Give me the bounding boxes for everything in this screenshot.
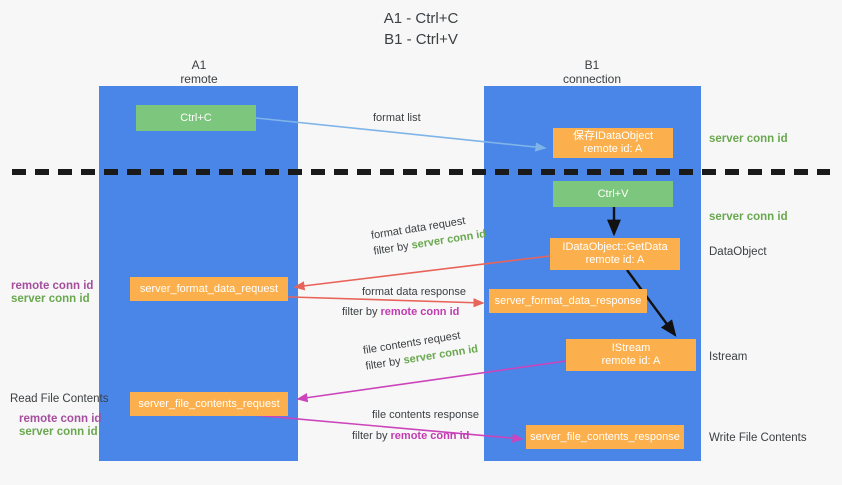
box-getdata-line1: IDataObject::GetData: [562, 241, 668, 253]
lane-header-a1: A1 remote: [129, 58, 269, 86]
annotation-right-write-file-contents: Write File Contents: [709, 432, 807, 444]
annotation-left-read-file-contents: Read File Contents: [10, 393, 109, 405]
box-ctrl-v-label: Ctrl+V: [597, 187, 629, 200]
box-ctrl-c[interactable]: Ctrl+C: [136, 105, 256, 131]
box-ctrl-v[interactable]: Ctrl+V: [553, 181, 673, 207]
box-server-file-contents-response[interactable]: server_file_contents_response: [526, 425, 684, 449]
page-title-line-2: B1 - Ctrl+V: [384, 31, 458, 48]
annotation-right-server-conn-id-2: server conn id: [709, 211, 788, 223]
annotation-right-dataobject: DataObject: [709, 246, 767, 258]
page-title-line-1: A1 - Ctrl+C: [383, 10, 459, 27]
box-server-file-contents-response-label: server_file_contents_response: [530, 430, 680, 443]
annotation-left-remote-conn-id-1: remote conn id: [11, 280, 94, 292]
annotation-left-remote-conn-id-2: remote conn id: [19, 413, 102, 425]
edge-label-file-contents-response-text: file contents response: [372, 409, 480, 421]
edge-label-format-data-request: format data request filter by server con…: [370, 215, 487, 259]
edge-label-fdres-filter-key: remote conn id: [380, 306, 460, 318]
edge-label-format-data-response: format data response filter by remote co…: [342, 285, 466, 319]
box-ctrl-c-label: Ctrl+C: [180, 111, 212, 124]
edge-label-format-data-response-text: format data response: [362, 286, 466, 298]
box-server-file-contents-request[interactable]: server_file_contents_request: [130, 392, 288, 416]
edge-label-fdres-filter-prefix: filter by: [342, 306, 381, 318]
page-title: A1 - Ctrl+C B1 - Ctrl+V: [0, 8, 842, 50]
annotation-right-server-conn-id-1: server conn id: [709, 133, 788, 145]
edge-label-fcres-filter-key: remote conn id: [390, 430, 470, 442]
box-istream-line2: remote id: A: [601, 355, 661, 367]
annotation-left-server-conn-id-1: server conn id: [11, 293, 90, 305]
edge-label-format-list-text: format list: [373, 112, 421, 124]
edge-label-fcres-filter-prefix: filter by: [352, 430, 391, 442]
edge-label-file-contents-request: file contents request filter by server c…: [362, 330, 479, 374]
lane-a1-sub: remote: [180, 72, 218, 86]
box-getdata-line2: remote id: A: [585, 254, 645, 266]
box-server-file-contents-request-label: server_file_contents_request: [138, 397, 280, 410]
box-server-format-data-response-label: server_format_data_response: [494, 294, 642, 307]
box-server-format-data-response[interactable]: server_format_data_response: [489, 289, 647, 313]
box-save-idataobject-line2: remote id: A: [583, 143, 643, 155]
box-server-format-data-request-label: server_format_data_request: [139, 282, 279, 295]
lane-header-b1: B1 connection: [522, 58, 662, 86]
edge-label-fcreq-filter-prefix: filter by: [364, 354, 405, 373]
lane-a1-name: A1: [191, 58, 207, 72]
box-istream[interactable]: IStream remote id: A: [566, 339, 696, 371]
edge-label-file-contents-response: file contents response filter by remote …: [352, 408, 480, 443]
lane-b1-name: B1: [584, 58, 600, 72]
box-istream-line1: IStream: [611, 342, 651, 354]
box-idataobject-getdata[interactable]: IDataObject::GetData remote id: A: [550, 238, 680, 270]
annotation-left-server-conn-id-2: server conn id: [19, 426, 98, 438]
annotation-right-istream: Istream: [709, 351, 748, 363]
lane-b1-sub: connection: [562, 72, 622, 86]
box-save-idataobject-line1: 保存IDataObject: [572, 130, 654, 142]
edge-label-fdreq-filter-prefix: filter by: [372, 239, 413, 258]
box-save-idataobject[interactable]: 保存IDataObject remote id: A: [553, 128, 673, 158]
box-server-format-data-request[interactable]: server_format_data_request: [130, 277, 288, 301]
edge-label-format-list: format list: [373, 111, 421, 125]
